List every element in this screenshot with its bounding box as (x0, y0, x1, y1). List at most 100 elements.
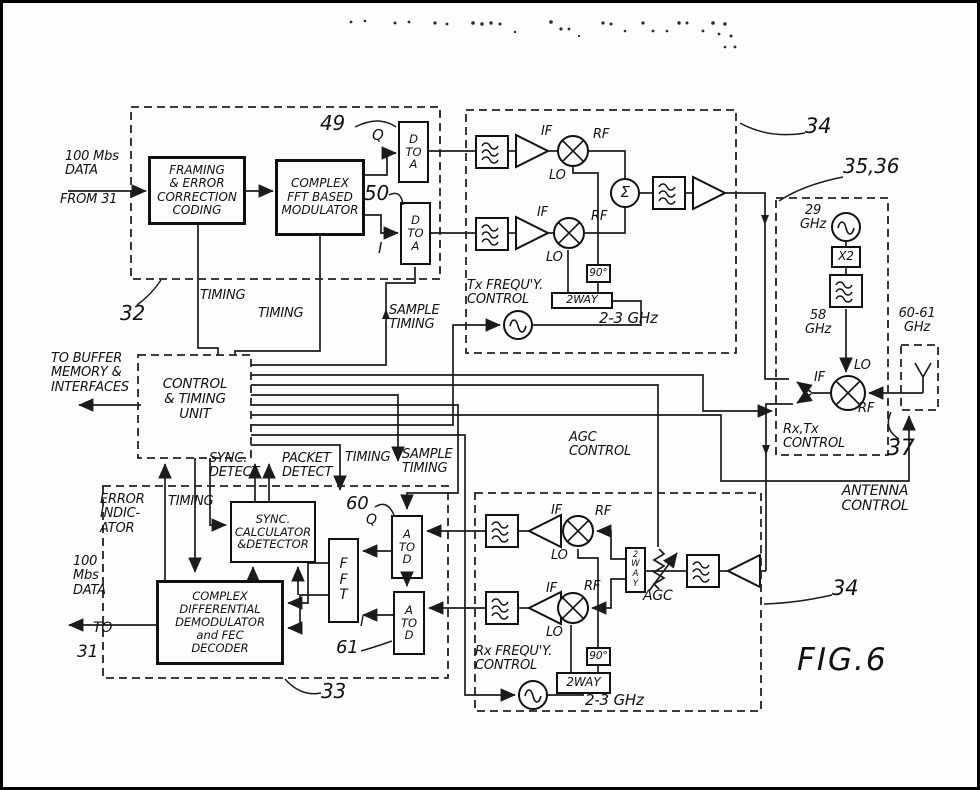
mixer-icon (553, 217, 585, 249)
osc-29ghz-label: 29 GHz (799, 203, 827, 233)
mixer-icon (562, 515, 594, 547)
tx-input-from-label: FROM 31 (60, 192, 118, 207)
ref-32: 32 (120, 301, 146, 325)
bandpass-filter-icon (652, 176, 686, 210)
ref-37: 37 (887, 436, 915, 461)
if-label: IF (537, 205, 548, 220)
if-label: IF (551, 503, 562, 518)
i-channel-label: I (360, 614, 364, 630)
rx-rf-box (474, 492, 762, 712)
lo-label: LO (549, 168, 566, 183)
reference-leaders (136, 120, 900, 695)
oscillator-icon (518, 680, 548, 710)
bandpass-filter-icon (686, 554, 720, 588)
freq-58ghz-label: 58 GHz (804, 308, 832, 338)
q-channel-label: Q (372, 126, 384, 144)
ref-34-bottom: 34 (832, 576, 859, 600)
q-channel-label: Q (366, 512, 377, 528)
sync-calculator-block: SYNC. CALCULATOR &DETECTOR (230, 501, 316, 563)
two-way-splitter-block: 2WAY (551, 292, 613, 309)
rx-output-rate-label: 100 Mbs DATA (73, 554, 106, 598)
rf-label: RF (593, 127, 610, 142)
tx-freq-control-label: Tx FREQU'Y. CONTROL (467, 278, 544, 308)
band-2-3ghz-label: 2-3 GHz (599, 309, 658, 327)
bandpass-filter-icon (485, 591, 519, 625)
rf-label: RF (591, 209, 608, 224)
phase-90-block: 90° (586, 647, 611, 666)
timing-label: TIMING (168, 494, 214, 509)
frequency-doubler-block: X2 (831, 246, 861, 268)
rf-label: RF (595, 504, 612, 519)
if-label: IF (546, 581, 557, 596)
two-way-splitter-block: 2WAY (556, 672, 611, 694)
antenna-box (900, 344, 939, 411)
control-timing-unit-label: CONTROL & TIMING UNIT (162, 376, 228, 422)
antenna-control-label: ANTENNA CONTROL (841, 483, 909, 515)
tx-rf-box (465, 109, 737, 354)
rx-output-to-label: TO (93, 620, 113, 636)
adc-i-block: A TO D (393, 591, 425, 655)
i-channel-label: I (378, 239, 383, 257)
diagram-canvas (68, 19, 939, 712)
summer-sigma-label: Σ (620, 183, 630, 201)
dac-q-block: D TO A (398, 121, 429, 183)
mixer-icon (557, 592, 589, 624)
lo-label: LO (546, 250, 563, 265)
fft-modulator-block: COMPLEX FFT BASED MODULATOR (275, 159, 365, 236)
sample-timing-label: SAMPLE TIMING (402, 447, 453, 477)
bandpass-filter-icon (485, 514, 519, 548)
amplifier-icon (692, 176, 726, 210)
agc-control-label: AGC CONTROL (569, 430, 632, 460)
agc-attenuator-icon (648, 548, 678, 592)
framing-coding-block: FRAMING & ERROR CORRECTION CODING (148, 156, 246, 225)
amplifier-icon (727, 554, 761, 588)
lo-label: LO (854, 358, 871, 373)
amplifier-icon (515, 216, 549, 250)
rf-label: RF (858, 401, 875, 416)
error-indicator-label: ERROR INDIC- ATOR (100, 492, 145, 536)
dashed-boxes (102, 106, 939, 712)
mixer-icon (830, 375, 866, 411)
dac-i-block: D TO A (400, 202, 431, 265)
ref-50: 50 (364, 181, 390, 205)
fft-block: F F T (328, 538, 359, 623)
ref-34-top: 34 (805, 114, 832, 138)
ref-61: 61 (336, 637, 359, 658)
rx-freq-control-label: Rx FREQU'Y. CONTROL (475, 644, 553, 674)
oscillator-icon (503, 310, 533, 340)
tx-baseband-box (130, 106, 441, 280)
phase-90-block: 90° (586, 264, 611, 283)
to-buffer-label: TO BUFFER MEMORY & INTERFACES (51, 351, 129, 395)
lo-chain-box (775, 197, 889, 456)
rxtx-control-label: Rx,Tx CONTROL (783, 422, 846, 452)
ref-60: 60 (346, 493, 369, 514)
timing-label: TIMING (200, 288, 246, 303)
figure-title: FIG.6 (797, 642, 888, 678)
bandpass-filter-icon (475, 217, 509, 251)
mixer-icon (557, 135, 589, 167)
mixer-icons (553, 135, 866, 624)
packet-detect-label: PACKET DETECT (282, 451, 333, 481)
sync-detect-label: SYNC. DETECT (209, 451, 260, 481)
sample-timing-label: SAMPLE TIMING (389, 303, 440, 333)
adc-q-block: A TO D (391, 515, 423, 579)
rx-output-dest-label: 31 (77, 642, 99, 662)
demodulator-decoder-block: COMPLEX DIFFERENTIAL DEMODULATOR and FEC… (156, 580, 284, 665)
agc-label: AGC (643, 588, 673, 604)
if-label: IF (814, 370, 825, 385)
oscillator-icon (831, 212, 861, 242)
control-unit-box (137, 354, 252, 459)
ref-49: 49 (320, 111, 346, 135)
lo-label: LO (551, 548, 568, 563)
bandpass-filter-icon (475, 135, 509, 169)
signal-wires (68, 146, 932, 702)
two-way-splitter-block: 2 W A Y (625, 547, 646, 593)
rx-baseband-box (102, 485, 449, 679)
amplifier-icon (515, 134, 549, 168)
bandpass-filter-icon (829, 274, 863, 308)
ref-33: 33 (321, 679, 347, 703)
band-2-3ghz-label: 2-3 GHz (585, 691, 644, 709)
scan-noise-dots (349, 19, 737, 49)
amplifier-icon (528, 591, 562, 625)
